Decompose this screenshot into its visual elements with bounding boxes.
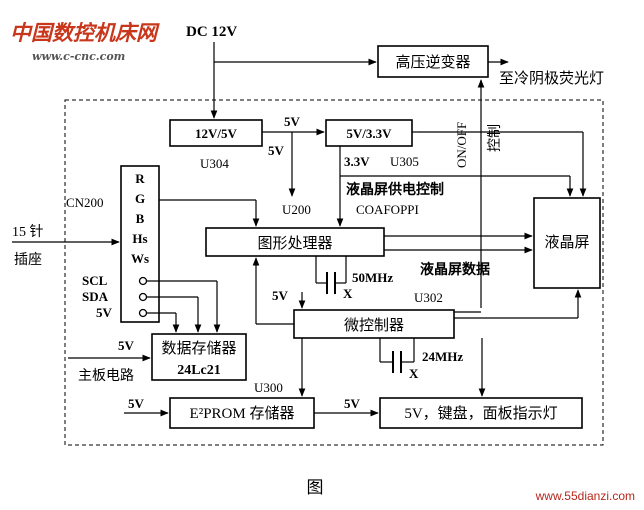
- watermark-url: www.c-cnc.com: [32, 50, 125, 63]
- keypad-box: [379, 397, 583, 429]
- data-memory-box: [151, 333, 247, 381]
- lcd-data-label: 液晶屏数据: [420, 261, 490, 278]
- v5-label-g: 5V: [96, 305, 113, 320]
- pin-sda-dot: [138, 292, 148, 302]
- lcd-label: 液晶屏: [544, 234, 589, 251]
- lcd-power-ctrl-label: 液晶屏供电控制: [346, 181, 444, 198]
- pin15-label: 15 针: [12, 224, 44, 240]
- socket-label: 插座: [14, 252, 42, 268]
- gpu-label: 图形处理器: [257, 235, 332, 252]
- regulator-12v-5v-label: 12V/5V: [195, 126, 238, 141]
- u304-label: U304: [200, 156, 229, 171]
- regulator-5v-3v3-label: 5V/3.3V: [346, 126, 392, 141]
- mcu-box: [293, 309, 455, 339]
- sda-label: SDA: [82, 289, 109, 304]
- power-input-label: DC 12V: [186, 24, 237, 40]
- regulator-12v-5v-box: [169, 119, 263, 147]
- regulator-5v-3v3-box: [325, 119, 413, 147]
- u305-label: U305: [390, 154, 419, 169]
- cn200-label: CN200: [66, 195, 104, 210]
- v5-label-a: 5V: [284, 114, 301, 129]
- inverter-label: 高压逆变器: [395, 54, 470, 71]
- mhz50-label: 50MHz: [352, 270, 393, 285]
- e2prom-label: E²PROM 存储器: [190, 405, 295, 422]
- x1-label: X: [343, 286, 353, 301]
- pin-scl-dot: [138, 276, 148, 286]
- on-off-label: ON/OFF: [454, 122, 469, 168]
- lcd-box: [533, 197, 601, 289]
- mcu-label: 微控制器: [344, 317, 404, 334]
- watermark-site: www.55dianzi.com: [535, 489, 635, 503]
- u300-label: U300: [254, 380, 283, 395]
- coafoppi-label: COAFOPPI: [356, 202, 419, 217]
- mhz24-label: 24MHz: [422, 349, 463, 364]
- data-memory-part: 24Lc21: [177, 363, 221, 378]
- cn200-connector-box: [120, 165, 160, 323]
- u302-label: U302: [414, 290, 443, 305]
- v5-label-e: 5V: [128, 396, 145, 411]
- gpu-box: [205, 227, 385, 257]
- pin-5v-dot: [138, 308, 148, 318]
- inverter-box: [377, 45, 489, 78]
- pin-hs: Hs: [132, 231, 147, 246]
- keypad-label: 5V，键盘，面板指示灯: [404, 404, 557, 422]
- v5-label-d: 5V: [118, 338, 135, 353]
- pin-b: B: [136, 211, 145, 226]
- v5-label-f: 5V: [344, 396, 361, 411]
- u200-label: U200: [282, 202, 311, 217]
- scl-label: SCL: [82, 273, 108, 288]
- mainboard-label: 主板电路: [78, 368, 134, 384]
- control-label: 控制: [487, 124, 503, 152]
- v5-label-b: 5V: [268, 143, 285, 158]
- figure-caption: 图: [307, 478, 324, 497]
- watermark-logo: 中国数控机床网: [10, 20, 160, 45]
- v5-label-c: 5V: [272, 288, 289, 303]
- pin-g: G: [135, 191, 145, 206]
- pin-ws: Ws: [131, 251, 149, 266]
- to-ccfl-label: 至冷阴极荧光灯: [499, 70, 604, 87]
- pin-r: R: [135, 171, 145, 186]
- data-memory-label: 数据存储器: [161, 340, 236, 357]
- board-outline: [64, 99, 604, 446]
- v33-label: 3.3V: [344, 154, 370, 169]
- x2-label: X: [409, 366, 419, 381]
